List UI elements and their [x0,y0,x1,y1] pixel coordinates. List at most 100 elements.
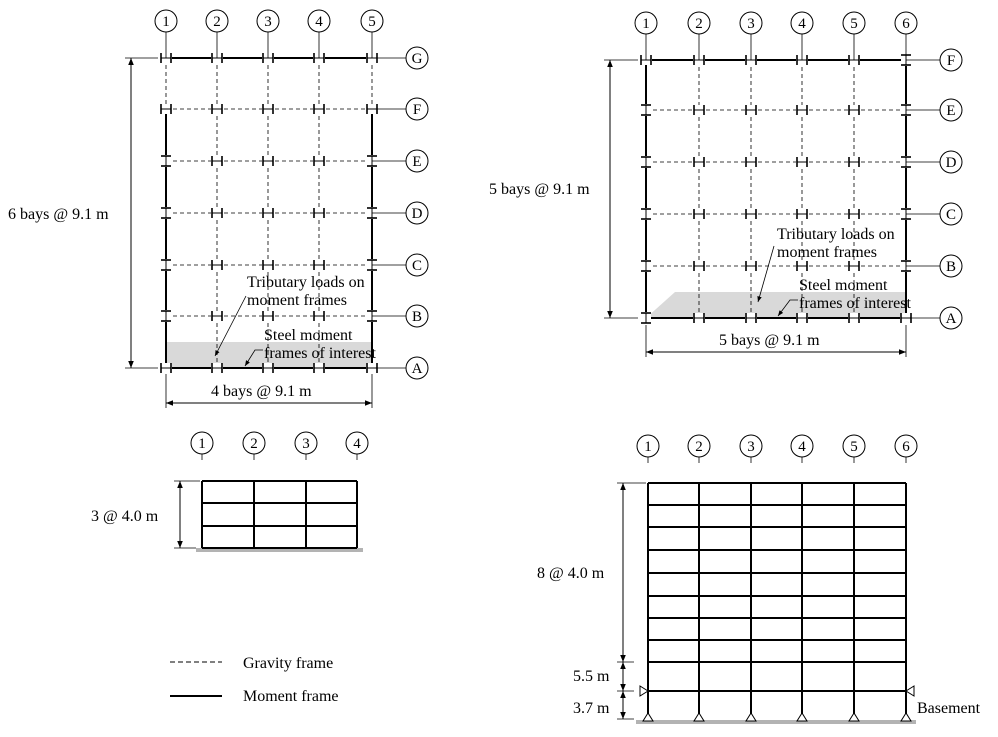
column-h-icon [313,208,325,218]
grid-bubble-3: 3 [739,11,763,60]
grid-bubble-A-label: A [412,361,423,377]
grid-bubble-C-label: C [946,207,956,223]
grid-bubble-3: 3 [739,434,763,463]
grid-bubble-1-label: 1 [644,439,652,455]
grid-bubble-5: 5 [842,11,866,60]
grid-bubble-E: E [372,149,429,173]
grid-bubble-B: B [906,254,963,278]
grid-bubble-A: A [906,306,963,330]
plan-1-annotations: Tributary loads on moment frames Steel m… [214,274,377,367]
grid-bubble-3-label: 3 [264,14,272,30]
grid-bubble-1: 1 [634,11,658,60]
elevation-2-basement-label: Basement [917,700,981,717]
column-h-icon [160,104,172,114]
column-h-icon [796,261,808,271]
column-h-icon [262,104,274,114]
column-h-icon [848,313,860,323]
column-h-icon [313,311,325,321]
plan-1-tributary-label-line2: moment frames [247,292,347,309]
plan-1-moment-frame-label-line1: Steel moment [264,327,353,344]
column-h-icon [848,261,860,271]
plan-2-vertical-dim-label: 5 bays @ 9.1 m [489,181,590,198]
column-h-icon [262,311,274,321]
pin-support-icon [745,712,757,722]
grid-bubble-5: 5 [360,9,384,58]
column-i-icon [161,259,171,271]
grid-bubble-F-label: F [947,53,955,69]
plan-2-tributary-label-line1: Tributary loads on [777,226,895,243]
plan-1-horizontal-dim-label: 4 bays @ 9.1 m [211,383,312,400]
grid-bubble-4: 4 [345,431,369,460]
plan-1-moment-frame-label-line2: frames of interest [264,345,377,362]
plan-1-tributary-leader [214,295,247,357]
elevation-2-first-story-label: 5.5 m [573,668,610,685]
grid-bubble-4: 4 [790,11,814,60]
grid-bubble-3: 3 [294,431,318,460]
column-h-icon [745,209,757,219]
column-h-icon [848,105,860,115]
column-h-icon [160,363,172,373]
grid-bubble-2-label: 2 [250,436,258,452]
pin-support-icon [900,712,912,722]
plan-1-grid-lines [165,57,373,369]
column-i-icon [161,310,171,322]
plan-2-tributary-label-line2: moment frames [777,244,877,261]
column-h-icon [211,208,223,218]
grid-bubble-2: 2 [205,9,229,58]
grid-bubble-3-label: 3 [747,16,755,32]
column-i-icon [641,312,651,324]
pin-support-icon [848,712,860,722]
lateral-support-icon [905,685,915,697]
grid-bubble-2-label: 2 [695,16,703,32]
grid-bubble-1-label: 1 [198,436,206,452]
plan-2-moment-frame-label-line2: frames of interest [799,295,912,312]
plan-1-columns [160,53,378,373]
plan-1-vertical-dim-label: 6 bays @ 9.1 m [8,206,109,223]
elevation-2-ground [636,720,916,724]
grid-bubble-5: 5 [842,434,866,463]
grid-bubble-4-label: 4 [798,16,806,32]
plan-2-moment-frame-leader [777,299,798,317]
column-h-icon [693,157,705,167]
grid-bubble-3-label: 3 [747,439,755,455]
column-h-icon [313,104,325,114]
grid-bubble-4-label: 4 [353,436,361,452]
grid-bubble-5-label: 5 [368,14,376,30]
grid-bubble-2: 2 [687,434,711,463]
grid-bubble-E-label: E [946,103,955,119]
column-h-icon [796,209,808,219]
column-h-icon [211,260,223,270]
elevation-1-height-dimension: 3 @ 4.0 m [91,480,200,549]
plan-1-vertical-dimension: 6 bays @ 9.1 m [4,57,158,369]
grid-bubble-5-label: 5 [850,16,858,32]
grid-bubble-3: 3 [256,9,280,58]
plan-2-annotations: Tributary loads on moment frames Steel m… [757,226,912,317]
grid-bubble-F: F [906,48,963,72]
grid-bubble-C-label: C [412,258,422,274]
plan-2-moment-frame-label-line1: Steel moment [799,277,888,294]
grid-bubble-1-label: 1 [162,14,170,30]
elevation-2-height-dimensions: 8 @ 4.0 m 5.5 m 3.7 m Basement [537,482,981,720]
grid-bubble-6-label: 6 [902,16,910,32]
grid-bubble-1: 1 [636,434,660,463]
elevation-1-frame [201,480,358,549]
grid-bubble-A-label: A [946,311,957,327]
column-i-icon [641,260,651,272]
column-h-icon [211,104,223,114]
plan-2-tributary-leader [757,245,775,303]
grid-bubble-4: 4 [307,9,331,58]
grid-bubble-6: 6 [894,434,918,463]
legend-gravity-label: Gravity frame [243,655,333,672]
grid-bubble-1-label: 1 [642,16,650,32]
column-i-icon [641,104,651,116]
pin-support-icon [796,712,808,722]
grid-bubble-C: C [372,253,429,277]
elevation-2-basement-height-label: 3.7 m [573,700,610,717]
column-h-icon [745,313,757,323]
grid-bubble-A: A [372,356,429,380]
